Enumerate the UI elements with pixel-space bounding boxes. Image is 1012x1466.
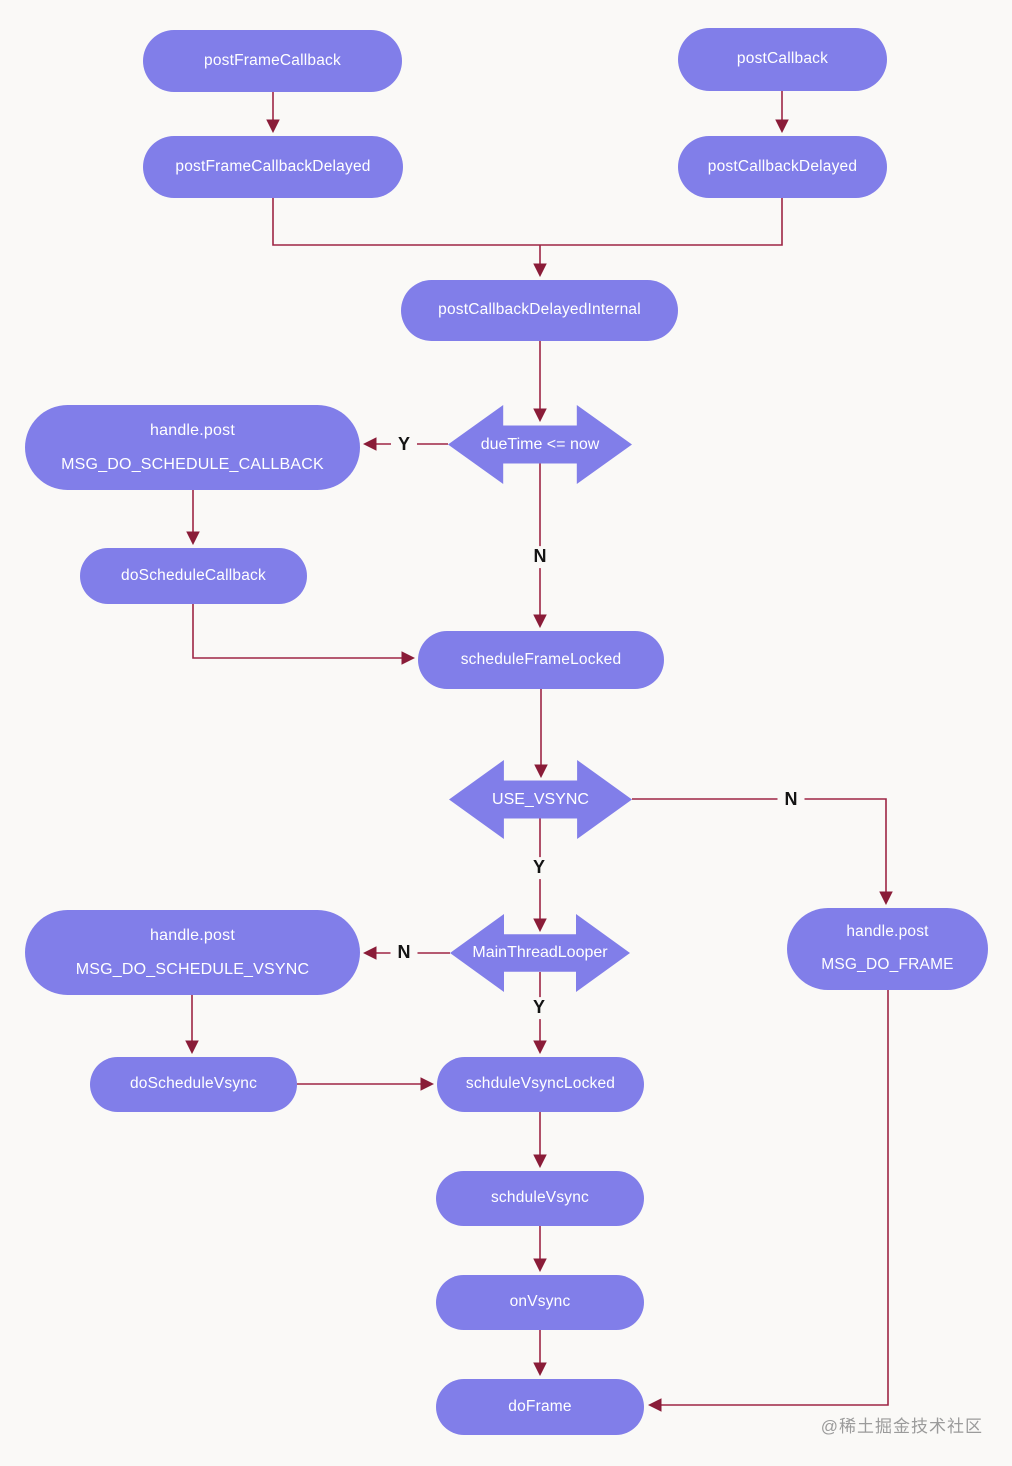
node-post-frame-callback-delayed: postFrameCallbackDelayed bbox=[143, 136, 403, 198]
decision-label: USE_VSYNC bbox=[492, 790, 589, 808]
node-post-frame-callback: postFrameCallback bbox=[143, 30, 402, 92]
decision-due-time: dueTime <= now bbox=[448, 405, 632, 484]
node-label: onVsync bbox=[509, 1293, 571, 1311]
node-label: postCallbackDelayed bbox=[707, 157, 858, 175]
node-do-schedule-vsync: doScheduleVsync bbox=[90, 1057, 297, 1112]
node-do-schedule-callback: doScheduleCallback bbox=[80, 548, 307, 604]
branch-label-use-vsync-yes: Y bbox=[525, 857, 553, 879]
node-label: postFrameCallback bbox=[204, 51, 341, 69]
node-label: doScheduleCallback bbox=[121, 566, 266, 584]
branch-label-main-thread-looper-no: N bbox=[390, 942, 418, 964]
decision-main-thread-looper: MainThreadLooper bbox=[450, 914, 630, 992]
node-handle-post-msg-do-schedule-callback: handle.post MSG_DO_SCHEDULE_CALLBACK bbox=[25, 405, 360, 490]
branch-label-main-thread-looper-yes: Y bbox=[525, 997, 553, 1019]
branch-label-due-time-yes: Y bbox=[390, 434, 418, 456]
node-label-line1: handle.post bbox=[846, 923, 929, 941]
node-handle-post-msg-do-schedule-vsync: handle.post MSG_DO_SCHEDULE_VSYNC bbox=[25, 910, 360, 995]
node-label-line2: MSG_DO_SCHEDULE_VSYNC bbox=[75, 960, 310, 978]
node-label-line1: handle.post bbox=[150, 422, 235, 440]
node-label: doFrame bbox=[508, 1397, 572, 1415]
decision-label: dueTime <= now bbox=[480, 435, 600, 453]
node-label: scheduleFrameLocked bbox=[460, 650, 622, 668]
node-label-line1: handle.post bbox=[150, 927, 235, 945]
node-label-line2: MSG_DO_SCHEDULE_CALLBACK bbox=[61, 455, 324, 473]
node-schedule-frame-locked: scheduleFrameLocked bbox=[418, 631, 664, 689]
node-schdule-vsync: schduleVsync bbox=[436, 1171, 644, 1226]
node-label: postCallbackDelayedInternal bbox=[438, 301, 641, 319]
branch-label-due-time-no: N bbox=[526, 546, 554, 568]
node-label: schduleVsyncLocked bbox=[465, 1075, 616, 1093]
node-post-callback-delayed: postCallbackDelayed bbox=[678, 136, 887, 198]
node-schdule-vsync-locked: schduleVsyncLocked bbox=[437, 1057, 644, 1112]
node-label-line2: MSG_DO_FRAME bbox=[821, 956, 954, 973]
node-label: schduleVsync bbox=[490, 1189, 590, 1207]
node-post-callback-delayed-internal: postCallbackDelayedInternal bbox=[401, 280, 678, 341]
decision-use-vsync: USE_VSYNC bbox=[449, 760, 632, 839]
node-handle-post-msg-do-frame: handle.post MSG_DO_FRAME bbox=[787, 908, 988, 990]
watermark: @稀土掘金技术社区 bbox=[820, 1417, 983, 1436]
node-label: postCallback bbox=[736, 50, 829, 68]
decision-label: MainThreadLooper bbox=[472, 944, 608, 961]
node-on-vsync: onVsync bbox=[436, 1275, 644, 1330]
node-label: postFrameCallbackDelayed bbox=[175, 157, 371, 175]
node-label: doScheduleVsync bbox=[129, 1075, 258, 1093]
node-do-frame: doFrame bbox=[436, 1379, 644, 1435]
branch-label-use-vsync-no: N bbox=[777, 789, 805, 811]
node-post-callback: postCallback bbox=[678, 28, 887, 91]
